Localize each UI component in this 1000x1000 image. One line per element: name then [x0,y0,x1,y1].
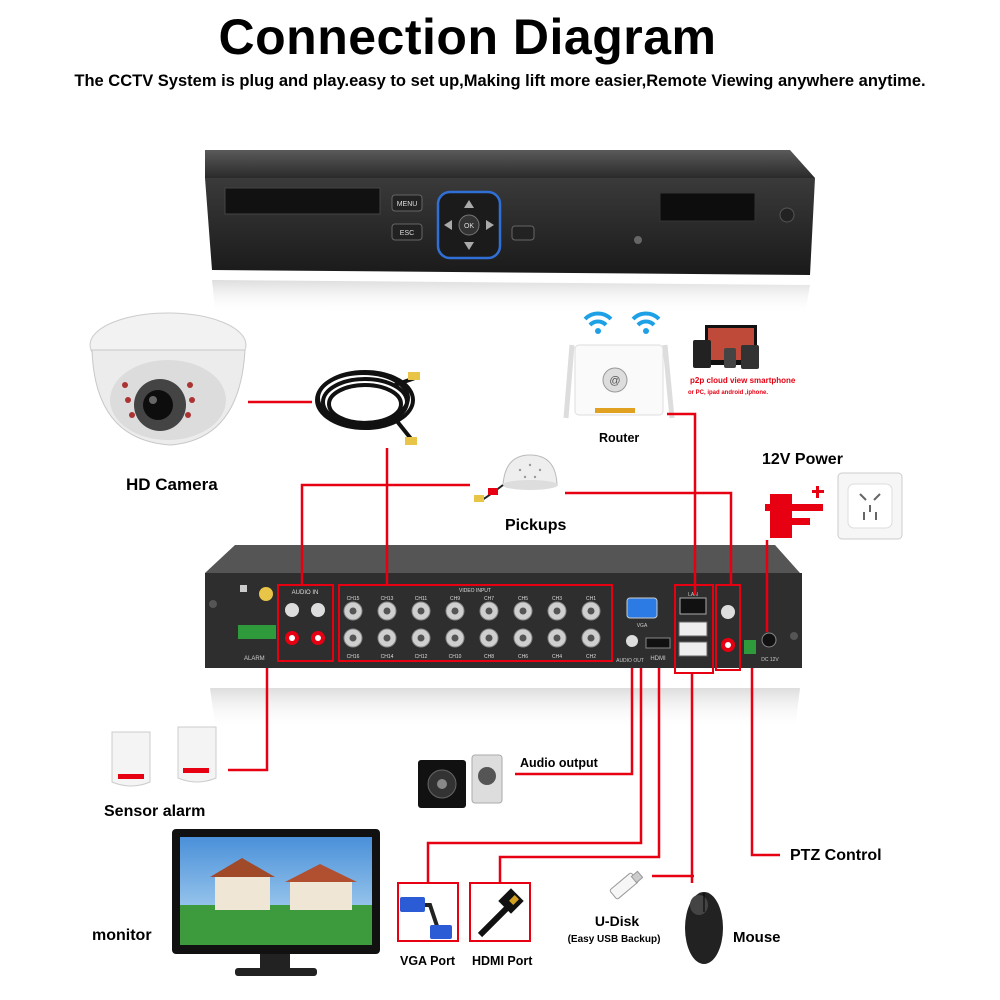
bnc-connector-pin [485,607,493,615]
hdmi-port-label: HDMI Port [472,954,533,968]
bnc-connector-pin [587,607,595,615]
ptz-control-label: PTZ Control [790,847,882,864]
channel-label: CH10 [449,654,462,660]
video-input-bottom-row: CH16 CH14 CH12 CH10 CH8 CH6 CH4 CH2 [343,628,601,660]
bnc-connector-pin [587,634,595,642]
svg-text:ESC: ESC [400,230,414,237]
monitor-label: monitor [92,927,152,944]
channel-label: CH2 [586,654,596,660]
svg-text:ALARM: ALARM [244,656,265,662]
svg-text:LAN: LAN [688,592,698,598]
channel-label: CH14 [381,654,394,660]
channel-label: CH7 [484,596,494,602]
svg-text:@: @ [609,375,620,387]
pickups-label: Pickups [505,517,566,534]
page-subtitle: The CCTV System is plug and play.easy to… [74,72,926,90]
channel-label: CH8 [484,654,494,660]
bnc-connector-pin [417,634,425,642]
channel-label: CH13 [381,596,394,602]
wall-socket-icon [837,472,903,540]
vga-cable-icon [400,897,452,939]
channel-label: CH16 [347,654,360,660]
channel-label: CH12 [415,654,428,660]
u-disk-label: U-Disk [595,913,640,929]
sensor-alarm-icon [111,726,217,787]
channel-label: CH3 [552,596,562,602]
channel-label: CH4 [552,654,562,660]
channel-label: CH15 [347,596,360,602]
bnc-connector-pin [553,634,561,642]
bnc-connector-pin [451,607,459,615]
menu-button [391,194,423,212]
bnc-connector-pin [519,634,527,642]
hd-camera-icon [89,312,247,446]
channel-label: CH6 [518,654,528,660]
channel-label: CH1 [586,596,596,602]
bnc-connector-pin [519,607,527,615]
u-disk-icon [609,870,644,900]
hdmi-cable-icon [477,888,524,938]
channel-label: CH5 [518,596,528,602]
speakers-icon [418,754,503,808]
svg-text:MENU: MENU [397,201,418,208]
svg-text:VIDEO INPUT: VIDEO INPUT [459,588,491,594]
channel-label: CH9 [450,596,460,602]
power-label: 12V Power [762,451,843,468]
mouse-icon [685,892,723,964]
u-disk-note: (Easy USB Backup) [568,934,661,945]
power-symbol-icon [765,486,824,538]
p2p-label: p2p cloud view smartphone [690,376,796,385]
sensor-alarm-label: Sensor alarm [104,803,205,820]
video-input-top-row: CH15 CH13 CH11 CH9 CH7 CH5 CH3 CH1 [343,596,601,621]
svg-text:VGA: VGA [637,623,648,629]
channel-label: CH11 [415,596,428,602]
audio-output-label: Audio output [520,756,599,770]
router-icon: @ [563,311,675,419]
bnc-cable-icon [315,370,420,445]
bnc-connector-pin [349,634,357,642]
page-title: Connection Diagram [218,9,717,65]
svg-text:DC 12V: DC 12V [761,657,779,663]
bnc-connector-pin [485,634,493,642]
smart-devices-icon [693,325,759,369]
mouse-label: Mouse [733,929,781,946]
p2p-sub-label: or PC, ipad android ,iphone. [688,390,768,396]
dvr-front-unit: MENU ESC OK [205,150,815,315]
bnc-connector-pin [383,634,391,642]
esc-button [391,223,423,241]
svg-text:OK: OK [464,223,474,230]
bnc-connector-pin [383,607,391,615]
bnc-connector-pin [349,607,357,615]
vga-port-label: VGA Port [400,954,456,968]
connection-lines [228,400,780,883]
pickup-microphone-icon [474,454,558,502]
hd-camera-label: HD Camera [126,475,218,494]
svg-text:HDMI: HDMI [650,656,666,662]
bnc-connector-pin [451,634,459,642]
svg-text:AUDIO OUT: AUDIO OUT [616,658,644,664]
bnc-connector-pin [553,607,561,615]
svg-text:AUDIO IN: AUDIO IN [292,590,319,596]
bnc-connector-pin [417,607,425,615]
monitor-icon [172,829,380,976]
router-label: Router [599,431,639,445]
